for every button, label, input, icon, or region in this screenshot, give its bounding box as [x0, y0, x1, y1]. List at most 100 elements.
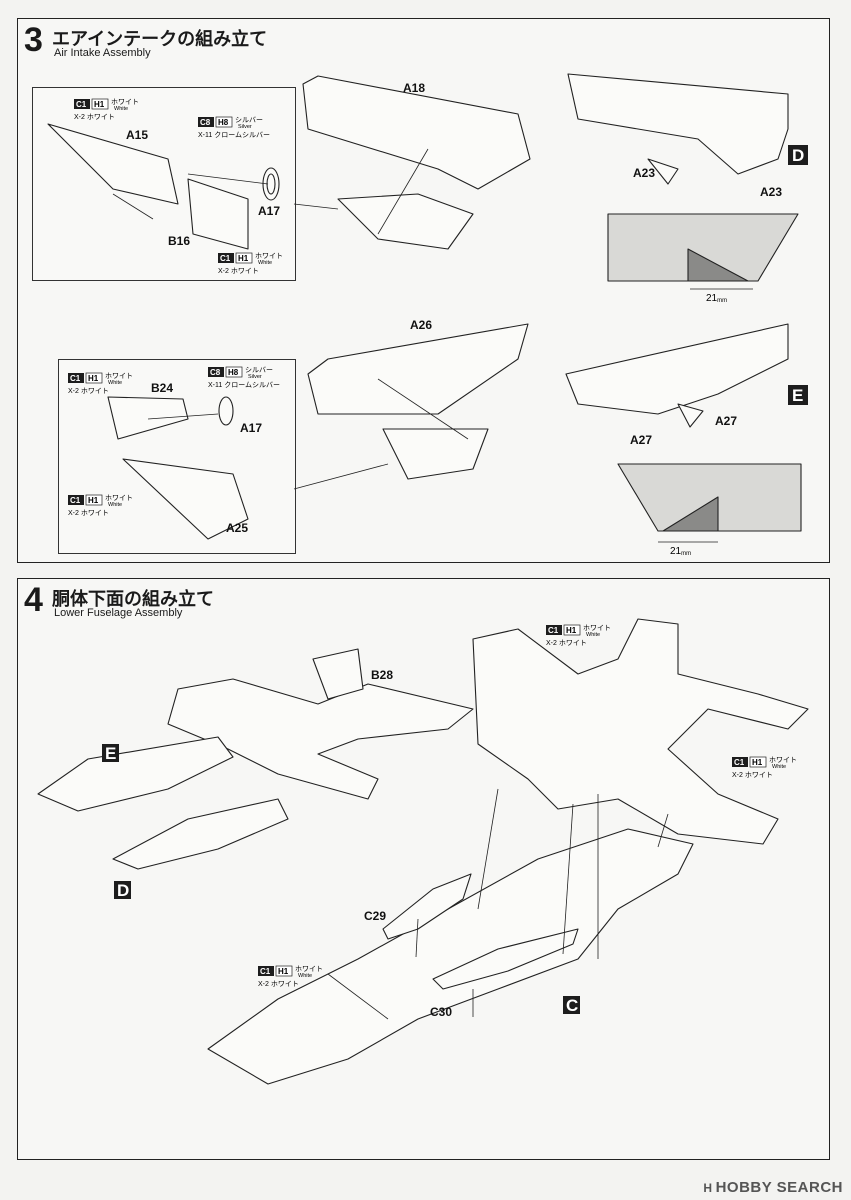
part-a23-drawing [647, 158, 679, 185]
part-label-b16: B16 [168, 234, 190, 248]
part-a17-wheel-drawing [262, 167, 280, 201]
marker-d-label: D [117, 881, 129, 900]
part-b16-drawing [187, 178, 249, 250]
intake-lower-drawing [337, 193, 474, 250]
svg-text:X-11 クロームシルバー: X-11 クロームシルバー [198, 131, 270, 139]
subassembly-box-lower [58, 359, 296, 554]
paint-callout-white-7: C1 H1 ホワイト White X-2 ホワイト [258, 965, 323, 988]
paint-callout-silver-2: C8 H8 シルバー Silver X-11 クロームシルバー [208, 366, 280, 389]
part-label-a27: A27 [715, 414, 737, 428]
step-3-illustration: D E A15 A17 B16 A18 A23 A23 B24 A17 A25 … [47, 73, 808, 557]
svg-text:X-2 ホワイト: X-2 ホワイト [732, 771, 773, 779]
svg-text:H8: H8 [218, 118, 229, 127]
fuselage-upper-drawing [472, 618, 809, 845]
svg-text:C1: C1 [548, 626, 559, 635]
intake-lower-drawing-2 [382, 428, 489, 480]
marker-e-label: E [792, 386, 803, 405]
svg-text:H8: H8 [228, 368, 239, 377]
part-label-a25: A25 [226, 521, 248, 535]
measure-value-upper: 21mm [706, 293, 727, 304]
step-3-panel: 3 エアインテークの組み立て Air Intake Assembly [17, 18, 830, 563]
svg-text:シルバー: シルバー [235, 116, 263, 124]
svg-text:ホワイト: ホワイト [769, 756, 797, 764]
svg-text:H1: H1 [278, 967, 289, 976]
part-a17-lower-wheel-drawing [218, 396, 234, 426]
svg-text:Silver: Silver [238, 124, 252, 130]
part-a18-drawing [302, 75, 531, 190]
svg-text:X-2 ホワイト: X-2 ホワイト [546, 639, 587, 647]
svg-text:X-2 ホワイト: X-2 ホワイト [218, 267, 259, 275]
part-label-a23-detail: A23 [760, 185, 782, 199]
svg-text:ホワイト: ホワイト [111, 98, 139, 106]
svg-text:X-2 ホワイト: X-2 ホワイト [258, 980, 299, 988]
marker-e-label: E [105, 744, 116, 763]
intake-assembly-e-drawing [565, 323, 789, 415]
svg-text:C1: C1 [70, 374, 81, 383]
svg-text:H1: H1 [566, 626, 577, 635]
marker-c-label: C [566, 996, 578, 1015]
svg-text:C1: C1 [76, 100, 87, 109]
svg-text:ホワイト: ホワイト [255, 252, 283, 260]
svg-text:H1: H1 [752, 758, 763, 767]
watermark-text: HOBBY SEARCH [715, 1179, 843, 1196]
step-4-heading: 4 胴体下面の組み立て Lower Fuselage Assembly [24, 581, 214, 619]
part-label-b24: B24 [151, 381, 173, 395]
svg-text:White: White [772, 764, 786, 770]
detail-a23-drawing [607, 213, 799, 282]
fuselage-lower-drawing [207, 828, 694, 1085]
svg-text:H1: H1 [94, 100, 105, 109]
svg-text:H1: H1 [88, 496, 99, 505]
svg-text:ホワイト: ホワイト [295, 965, 323, 973]
svg-text:Silver: Silver [248, 374, 262, 380]
part-a27-drawing [677, 403, 704, 428]
marker-d-label: D [792, 146, 804, 165]
part-label-a23: A23 [633, 166, 655, 180]
intake-e-assembled-drawing [37, 736, 234, 812]
svg-text:ホワイト: ホワイト [583, 624, 611, 632]
fuselage-section-left-drawing [167, 678, 474, 800]
step-4-illustration: E D C B28 C29 C30 C1 H1 ホワイト White X-2 ホ… [37, 618, 809, 1085]
svg-text:C1: C1 [260, 967, 271, 976]
svg-text:White: White [108, 380, 122, 386]
detail-a27-drawing [617, 463, 802, 532]
step-4-panel: 4 胴体下面の組み立て Lower Fuselage Assembly [17, 578, 830, 1160]
paint-callout-white-3: C1 H1 ホワイト White X-2 ホワイト [68, 372, 133, 395]
svg-text:White: White [114, 106, 128, 112]
svg-text:White: White [586, 632, 600, 638]
svg-text:ホワイト: ホワイト [105, 494, 133, 502]
step-title-en: Lower Fuselage Assembly [54, 607, 183, 619]
svg-text:White: White [298, 973, 312, 979]
svg-text:ホワイト: ホワイト [105, 372, 133, 380]
step-title-jp: エアインテークの組み立て [52, 29, 268, 50]
part-c29-drawing [382, 873, 472, 940]
paint-callout-white-4: C1 H1 ホワイト White X-2 ホワイト [68, 494, 133, 517]
svg-text:C1: C1 [220, 254, 231, 263]
svg-text:C8: C8 [200, 118, 211, 127]
part-label-b28: B28 [371, 668, 393, 682]
paint-callout-white-2: C1 H1 ホワイト White X-2 ホワイト [218, 252, 283, 275]
marker-d-badge [114, 881, 131, 899]
measure-value-lower: 21mm [670, 546, 691, 557]
step-number: 4 [24, 581, 43, 619]
marker-e-badge [102, 744, 119, 762]
svg-text:White: White [108, 502, 122, 508]
svg-text:C8: C8 [210, 368, 221, 377]
svg-text:White: White [258, 260, 272, 266]
paint-callout-white-6: C1 H1 ホワイト White X-2 ホワイト [732, 756, 797, 779]
part-label-a15: A15 [126, 128, 148, 142]
step-3-heading: 3 エアインテークの組み立て Air Intake Assembly [24, 23, 267, 59]
svg-text:X-2 ホワイト: X-2 ホワイト [68, 387, 109, 395]
svg-text:X-11 クロームシルバー: X-11 クロームシルバー [208, 381, 280, 389]
svg-text:C1: C1 [70, 496, 81, 505]
paint-callout-white-5: C1 H1 ホワイト White X-2 ホワイト [546, 624, 611, 647]
svg-text:H1: H1 [88, 374, 99, 383]
watermark-logo-icon: H [703, 1181, 713, 1195]
svg-text:X-2 ホワイト: X-2 ホワイト [74, 113, 115, 121]
part-b24-drawing [107, 396, 189, 440]
step-title-en: Air Intake Assembly [54, 47, 151, 59]
svg-text:シルバー: シルバー [245, 366, 273, 374]
part-label-c29: C29 [364, 909, 386, 923]
part-label-a27-detail: A27 [630, 433, 652, 447]
part-a26-drawing [307, 323, 529, 415]
